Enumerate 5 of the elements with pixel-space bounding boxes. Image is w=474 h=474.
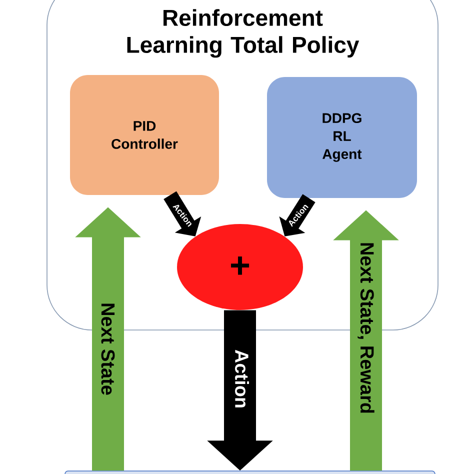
controller-box: PID Controller xyxy=(70,75,219,195)
agent-box: DDPG RL Agent xyxy=(267,77,417,198)
block-arrow xyxy=(164,191,202,236)
environment-bar xyxy=(64,470,436,474)
edge-label: Action xyxy=(235,350,249,408)
